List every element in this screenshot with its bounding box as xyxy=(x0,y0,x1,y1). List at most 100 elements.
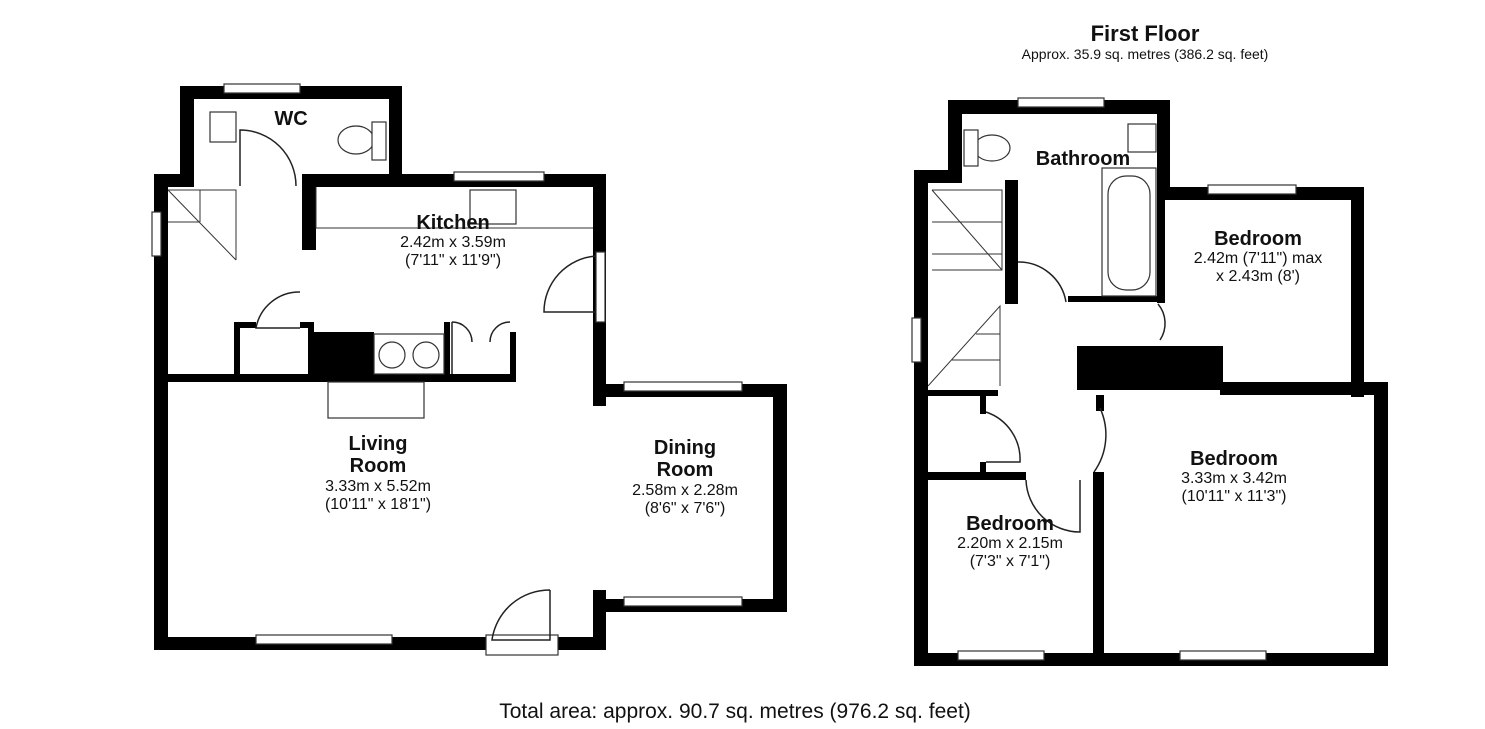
wall xyxy=(1068,296,1160,302)
room-name: Kitchen xyxy=(416,212,490,234)
wall xyxy=(180,86,194,186)
window xyxy=(1207,184,1297,195)
room-dimensions-metric: 2.58m x 2.28m xyxy=(632,481,738,499)
floor-area: Approx. 35.9 sq. metres (386.2 sq. feet) xyxy=(1021,45,1269,62)
room-label-bedroom-small: Bedroom 2.20m x 2.15m (7'3" x 7'1") xyxy=(930,513,1090,571)
wall xyxy=(1220,382,1388,395)
bathtub-inner xyxy=(1107,175,1151,291)
room-dimensions-line2: x 2.43m (8') xyxy=(1216,268,1300,286)
room-dimensions-metric: 2.20m x 2.15m xyxy=(957,535,1063,553)
door-swing xyxy=(543,255,597,313)
wall xyxy=(154,174,168,650)
toilet-cistern xyxy=(963,129,979,167)
door-swing xyxy=(451,321,511,374)
wall xyxy=(444,322,450,378)
room-name: Bedroom xyxy=(966,513,1054,535)
first-floor-heading: First Floor Approx. 35.9 sq. metres (386… xyxy=(1000,21,1290,62)
door-swing xyxy=(491,589,551,641)
wall xyxy=(310,332,374,378)
window xyxy=(623,596,743,607)
room-dimensions-metric: 3.33m x 3.42m xyxy=(1181,470,1287,488)
wall xyxy=(1374,382,1388,666)
floor-title: First Floor xyxy=(1090,21,1200,46)
room-dimensions-imperial: (10'11" x 18'1") xyxy=(324,495,432,513)
room-label-wc: WC xyxy=(256,108,326,130)
hearth xyxy=(327,381,425,419)
wall xyxy=(1005,180,1018,304)
wall xyxy=(948,100,962,174)
hob-ring xyxy=(378,341,406,369)
room-label-bedroom-upper-right: Bedroom 2.42m (7'11") max x 2.43m (8') xyxy=(1166,228,1350,286)
toilet-bowl xyxy=(337,125,375,155)
room-dimensions-imperial: (8'6" x 7'6") xyxy=(644,499,726,517)
wall xyxy=(1351,187,1364,397)
room-dimensions-line1: 2.42m (7'11") max xyxy=(1193,250,1323,268)
wall xyxy=(593,590,606,650)
room-dimensions-metric: 3.33m x 5.52m xyxy=(325,477,431,495)
window xyxy=(595,251,606,323)
wall xyxy=(302,174,316,250)
window xyxy=(151,211,162,257)
wall xyxy=(928,472,1026,480)
window xyxy=(223,83,301,94)
window xyxy=(255,634,393,645)
wall xyxy=(773,384,787,612)
door-swing xyxy=(985,411,1021,463)
room-label-bathroom: Bathroom xyxy=(1016,148,1150,170)
wall xyxy=(300,322,314,328)
first-floor-plan xyxy=(911,97,1388,666)
room-label-bedroom-large: Bedroom 3.33m x 3.42m (10'11" x 11'3") xyxy=(1144,448,1324,506)
room-label-living-room: Living Room 3.33m x 5.52m (10'11" x 18'1… xyxy=(278,433,478,514)
window xyxy=(485,634,559,656)
wall xyxy=(510,332,516,378)
room-dimensions-metric: 2.42m x 3.59m xyxy=(400,234,506,252)
room-label-kitchen: Kitchen 2.42m x 3.59m (7'11" x 11'9") xyxy=(348,212,558,270)
door-swing xyxy=(1017,261,1067,303)
toilet-bowl xyxy=(973,134,1011,162)
window xyxy=(911,317,922,363)
wall xyxy=(980,390,986,414)
window xyxy=(453,171,545,182)
room-name-line1: Living xyxy=(348,433,408,455)
kitchen-sink xyxy=(469,189,517,225)
window xyxy=(623,381,743,392)
door-swing xyxy=(1025,479,1081,533)
toilet-cistern xyxy=(371,121,387,161)
wc-basin xyxy=(209,111,237,143)
wall xyxy=(1157,100,1170,190)
wall xyxy=(234,322,256,328)
room-dimensions-imperial: (7'3" x 7'1") xyxy=(969,553,1051,571)
wall xyxy=(1077,346,1223,390)
room-label-dining-room: Dining Room 2.58m x 2.28m (8'6" x 7'6") xyxy=(590,437,780,518)
door-swing xyxy=(239,129,297,187)
wall xyxy=(914,170,928,666)
room-dimensions-imperial: (7'11" x 11'9") xyxy=(404,252,502,270)
window xyxy=(957,650,1045,661)
room-dimensions-imperial: (10'11" x 11'3") xyxy=(1181,488,1287,506)
room-name: Bedroom xyxy=(1190,448,1278,470)
stairs xyxy=(927,304,1001,387)
hob-ring xyxy=(412,341,440,369)
total-area: Total area: approx. 90.7 sq. metres (976… xyxy=(499,700,971,723)
room-name-line2: Room xyxy=(349,455,407,478)
door-swing xyxy=(1093,407,1107,473)
wall xyxy=(980,462,986,476)
room-name: WC xyxy=(274,108,308,130)
wall xyxy=(928,390,998,396)
stairs xyxy=(931,189,1003,271)
room-name-line1: Dining xyxy=(653,437,717,459)
door-swing xyxy=(255,291,301,329)
wall xyxy=(1093,472,1104,666)
bathroom-basin xyxy=(1127,123,1157,153)
wall xyxy=(389,86,402,186)
door-swing xyxy=(1157,303,1166,341)
room-name: Bathroom xyxy=(1035,148,1131,170)
room-name: Bedroom xyxy=(1214,228,1302,250)
window xyxy=(1179,650,1267,661)
worktop xyxy=(315,187,593,229)
stairs xyxy=(167,189,237,261)
wall xyxy=(1157,187,1165,303)
window xyxy=(1017,97,1105,108)
ground-floor-plan xyxy=(151,83,787,656)
